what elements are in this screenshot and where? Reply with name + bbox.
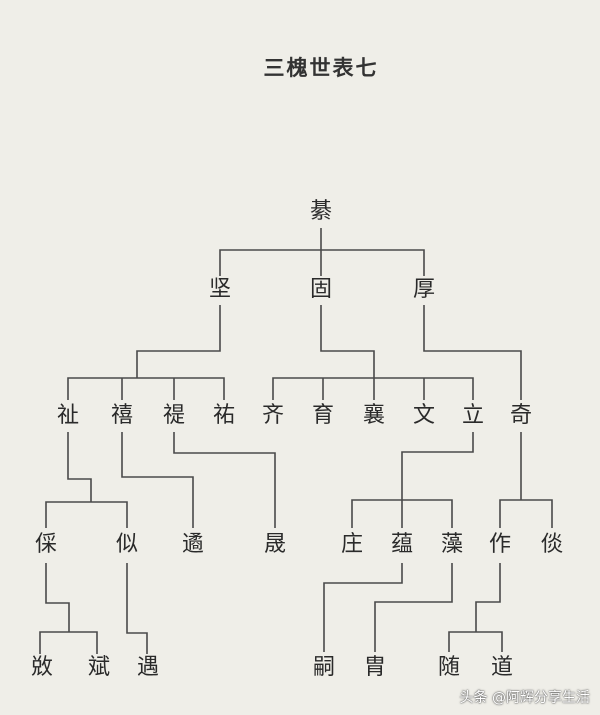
tree-node-qi-root: 綦 — [309, 199, 332, 224]
tree-node-sheng: 晟 — [263, 532, 286, 557]
tree-node-dao: 道 — [490, 655, 513, 680]
tree-node-zuo: 作 — [488, 532, 511, 557]
tree-node-yu3: 遇 — [136, 655, 159, 680]
tree-node-si2: 嗣 — [312, 655, 335, 680]
tree-node-hou: 厚 — [412, 277, 435, 302]
tree-node-sui: 随 — [437, 655, 460, 680]
tree-node-duo: 敚 — [30, 655, 53, 680]
tree-node-zao: 藻 — [440, 532, 463, 557]
tree-node-zhi: 祉 — [56, 403, 79, 428]
tree-node-xiang: 襄 — [362, 403, 385, 428]
tree-node-gu: 固 — [309, 277, 332, 302]
tree-node-ti: 禔 — [162, 403, 185, 428]
tree-node-wen: 文 — [412, 403, 435, 428]
tree-node-cai: 倸 — [34, 532, 57, 557]
page-title: 三槐世表七 — [263, 56, 379, 80]
tree-node-yun: 蕴 — [390, 532, 413, 557]
watermark: 头条 @阿辉分享生活 — [459, 690, 590, 706]
tree-node-li: 立 — [461, 403, 484, 428]
tree-node-tan: 倓 — [540, 532, 563, 557]
tree-node-yu: 育 — [311, 403, 334, 428]
tree-node-you: 祐 — [212, 403, 235, 428]
tree-node-zhuang: 庄 — [340, 532, 363, 557]
tree-node-qi2: 齐 — [261, 403, 284, 428]
tree-node-bin: 斌 — [87, 655, 110, 680]
tree-node-yu2: 遹 — [181, 532, 204, 557]
tree-node-xi: 禧 — [110, 403, 133, 428]
tree-node-zhou: 胄 — [363, 655, 386, 680]
tree-node-qi3: 奇 — [509, 403, 532, 428]
tree-node-si: 似 — [115, 532, 138, 557]
tree-node-jian: 坚 — [208, 277, 231, 302]
